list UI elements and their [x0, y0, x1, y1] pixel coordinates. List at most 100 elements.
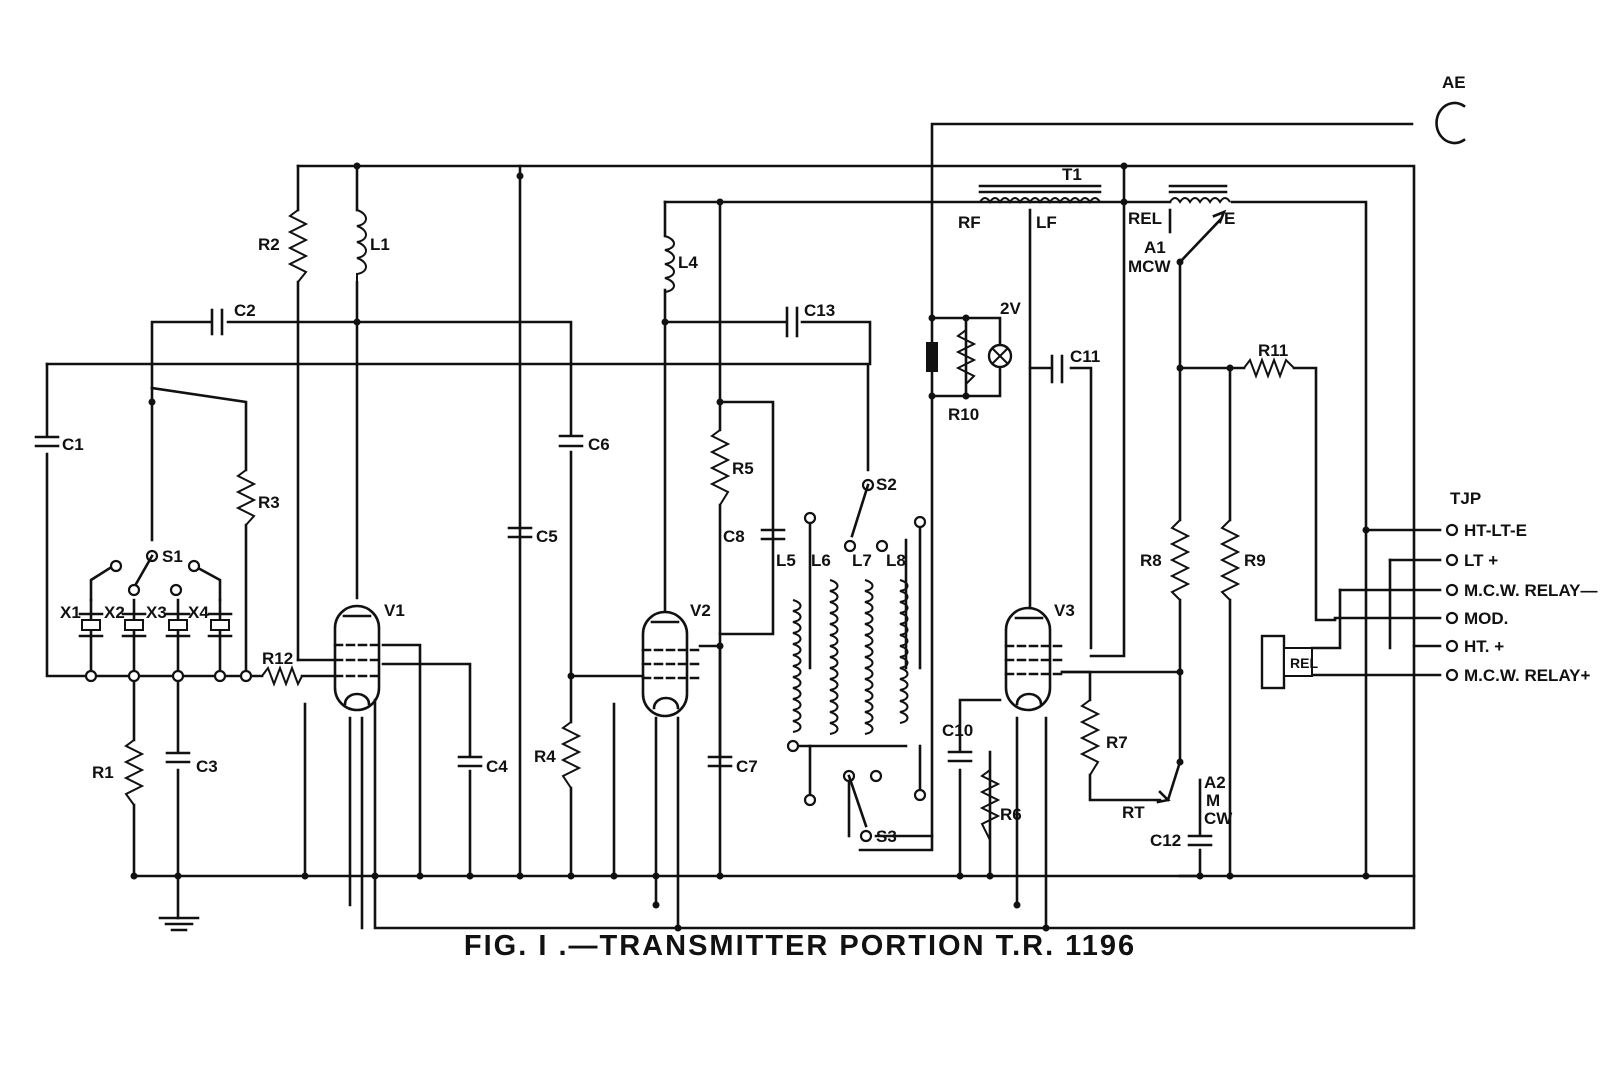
- label-c7: C7: [736, 757, 758, 776]
- tjp-terminal-2: [1445, 553, 1459, 567]
- label-cw: CW: [1204, 809, 1233, 828]
- label-r8: R8: [1140, 551, 1162, 570]
- capacitor-c1: [34, 435, 60, 448]
- label-l8: L8: [886, 551, 906, 570]
- switch-s3: [803, 769, 927, 843]
- figure-caption: FIG. I .—TRANSMITTER PORTION T.R. 1196: [463, 930, 1137, 962]
- label-a1: A1: [1144, 238, 1166, 257]
- tjp-terminal-6: [1445, 668, 1459, 682]
- label-c2: C2: [234, 301, 256, 320]
- label-l7: L7: [852, 551, 872, 570]
- tjp-title: TJP: [1450, 489, 1481, 508]
- label-c11: C11: [1070, 347, 1100, 366]
- label-r11: R11: [1258, 341, 1288, 360]
- capacitor-c7: [707, 755, 733, 768]
- label-mcw-a1: MCW: [1128, 257, 1171, 276]
- capacitor-c11: [1050, 354, 1064, 384]
- crystal-x1: [78, 612, 104, 638]
- aerial-terminal-icon: [1435, 101, 1466, 145]
- label-l6: L6: [811, 551, 831, 570]
- relay-box: [1260, 634, 1313, 690]
- label-x4: X4: [188, 603, 209, 622]
- tjp-terminal-5: [1445, 639, 1459, 653]
- label-v1: V1: [384, 601, 405, 620]
- label-2v: 2V: [1000, 299, 1021, 318]
- inductor-l4: [664, 235, 675, 293]
- label-x2: X2: [104, 603, 125, 622]
- valve-v2: [641, 610, 702, 718]
- label-s1: S1: [162, 547, 183, 566]
- crystal-x3: [165, 612, 191, 638]
- switch-s2: [803, 478, 927, 553]
- tjp-terminal-3: [1445, 583, 1459, 597]
- label-r4: R4: [534, 747, 556, 766]
- tjp-terminal-4: [1445, 611, 1459, 625]
- capacitor-c6: [558, 434, 584, 448]
- inductor-l7: [864, 579, 874, 735]
- label-c6: C6: [588, 435, 610, 454]
- label-r1: R1: [92, 763, 114, 782]
- relay-contacts: [1168, 184, 1231, 264]
- component-labels: AE T1 RF LF REL E A1 MCW R2 L1 C2 L4 C13…: [60, 73, 1466, 850]
- label-l5: L5: [776, 551, 796, 570]
- transformer-t1: [978, 184, 1102, 204]
- label-r5: R5: [732, 459, 754, 478]
- capacitor-c12: [1187, 834, 1213, 847]
- label-r12: R12: [262, 649, 293, 668]
- label-r6: R6: [1000, 805, 1022, 824]
- resistor-r9: [1219, 519, 1241, 601]
- switch-a2: [1156, 760, 1182, 804]
- label-c3: C3: [196, 757, 218, 776]
- label-m: M: [1206, 791, 1220, 810]
- valve-v1: [333, 604, 385, 712]
- tjp-terminal-block: TJP HT-LT-E LT + M.C.W. RELAY— MOD. HT. …: [1445, 489, 1598, 685]
- resistor-r7: [1079, 699, 1101, 776]
- label-r3: R3: [258, 493, 280, 512]
- inductor-l5: [792, 599, 802, 733]
- label-r7: R7: [1106, 733, 1128, 752]
- tjp-label-5: HT. +: [1464, 637, 1504, 656]
- capacitor-c10: [947, 750, 973, 763]
- resistor-r2: [287, 209, 309, 283]
- label-c10: C10: [942, 721, 973, 740]
- open-terminals: [84, 669, 800, 753]
- label-a2: A2: [1204, 773, 1226, 792]
- label-x1: X1: [60, 603, 81, 622]
- label-v3: V3: [1054, 601, 1075, 620]
- label-r10: R10: [948, 405, 979, 424]
- valve-v3: [1004, 606, 1064, 712]
- capacitor-c4: [457, 755, 483, 768]
- inductor-l1: [356, 209, 367, 282]
- tjp-label-2: LT +: [1464, 551, 1498, 570]
- label-t1: T1: [1062, 165, 1082, 184]
- label-x3: X3: [146, 603, 167, 622]
- capacitor-c2: [210, 308, 224, 336]
- tjp-label-3: M.C.W. RELAY—: [1464, 581, 1598, 600]
- capacitor-c3: [165, 751, 191, 764]
- label-c8: C8: [723, 527, 745, 546]
- junction-dots: [130, 162, 1370, 932]
- label-rf: RF: [958, 213, 981, 232]
- label-s2: S2: [876, 475, 897, 494]
- label-rt: RT: [1122, 803, 1145, 822]
- tjp-label-1: HT-LT-E: [1464, 521, 1527, 540]
- label-v2: V2: [690, 601, 711, 620]
- capacitor-c5: [507, 526, 533, 539]
- choke-icon: [926, 342, 938, 372]
- label-c5: C5: [536, 527, 558, 546]
- resistor-r8: [1169, 519, 1191, 601]
- label-c13: C13: [804, 301, 835, 320]
- label-l4: L4: [678, 253, 698, 272]
- label-e: E: [1224, 209, 1235, 228]
- resistor-r10: [955, 329, 977, 385]
- tjp-terminal-1: [1445, 523, 1459, 537]
- resistor-r6: [979, 769, 1001, 841]
- resistor-r12: [261, 665, 303, 687]
- resistor-r3: [235, 469, 257, 526]
- capacitor-c8: [760, 528, 786, 541]
- label-r2: R2: [258, 235, 280, 254]
- capacitor-c13: [785, 306, 799, 338]
- label-c1: C1: [62, 435, 84, 454]
- resistor-r1: [123, 739, 145, 806]
- lamp-icon: [987, 343, 1013, 369]
